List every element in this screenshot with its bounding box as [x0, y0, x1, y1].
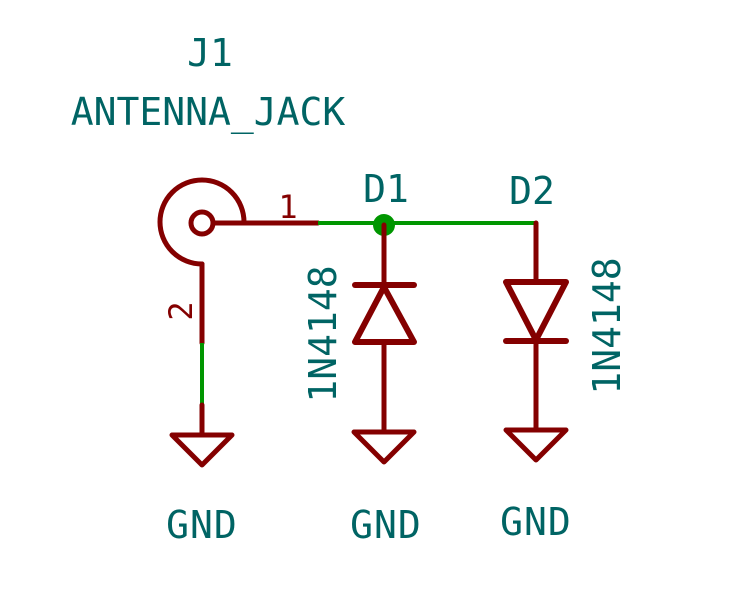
d1-triangle — [352, 284, 417, 345]
gnd-symbol-2 — [351, 429, 417, 465]
gnd-label-3: GND — [500, 500, 572, 544]
antenna-jack-symbol[interactable] — [157, 177, 321, 346]
d2-triangle — [503, 279, 569, 343]
j1-value-label: ANTENNA_JACK — [71, 90, 346, 135]
j1-ref-label: J1 — [187, 31, 233, 75]
d2-value-label: 1N4148 — [585, 257, 629, 394]
gnd-label-2: GND — [350, 503, 422, 547]
pin1-number: 1 — [278, 188, 297, 226]
d2-ref-label: D2 — [509, 169, 555, 213]
gnd-symbol-1 — [169, 402, 235, 468]
diode-d2-symbol[interactable] — [503, 220, 569, 433]
jack-center-pin — [188, 209, 216, 237]
diode-d1-symbol[interactable] — [352, 222, 417, 435]
gnd-label-1: GND — [166, 503, 238, 547]
d1-value-label: 1N4148 — [301, 265, 345, 402]
d1-ref-label: D1 — [363, 167, 409, 211]
gnd-symbol-3 — [503, 427, 569, 463]
pin2-number: 2 — [162, 301, 200, 320]
jack-outer-arc — [157, 177, 247, 267]
